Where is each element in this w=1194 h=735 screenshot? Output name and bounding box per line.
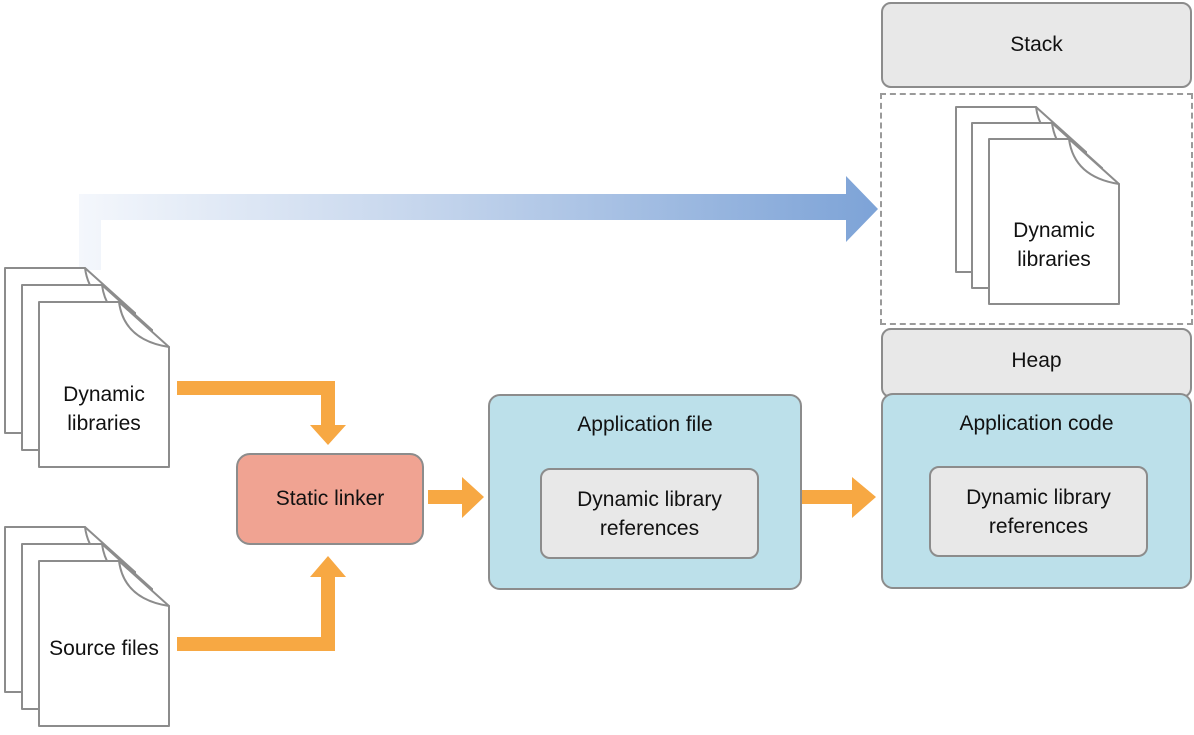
dynamic-library-references-file-label: Dynamic library references bbox=[577, 487, 722, 540]
dynamic-library-references-file-box: Dynamic library references bbox=[540, 468, 759, 559]
dynamic-library-references-memory-label: Dynamic library references bbox=[966, 485, 1111, 538]
dynamic-libraries-to-static-linker-arrow bbox=[177, 381, 346, 445]
application-file-to-application-code-arrow bbox=[802, 477, 876, 518]
static-linker-label: Static linker bbox=[275, 487, 385, 510]
source-files-document-stack-icon bbox=[4, 526, 170, 727]
application-code-box: Application code Dynamic library referen… bbox=[881, 393, 1192, 589]
dynamic-libraries-to-stack-arrow bbox=[79, 176, 878, 270]
application-code-label: Application code bbox=[959, 412, 1114, 435]
static-linker-box: Static linker bbox=[236, 453, 424, 545]
stack-region-box: Stack bbox=[881, 2, 1192, 88]
dynamic-library-references-memory-box: Dynamic library references bbox=[929, 466, 1148, 557]
application-file-label: Application file bbox=[577, 413, 713, 436]
heap-label: Heap bbox=[1011, 349, 1062, 372]
dynamic-libraries-label: Dynamic libraries bbox=[63, 383, 145, 435]
loaded-dynamic-libraries-label: Dynamic libraries bbox=[1013, 219, 1095, 271]
heap-region-box: Heap bbox=[881, 328, 1192, 398]
stack-contents-region bbox=[880, 93, 1193, 325]
source-files-to-static-linker-arrow bbox=[177, 556, 346, 651]
application-file-box: Application file Dynamic library referen… bbox=[488, 394, 802, 590]
static-linker-to-application-file-arrow bbox=[428, 477, 484, 518]
source-files-label: Source files bbox=[49, 637, 159, 660]
stack-label: Stack bbox=[1010, 33, 1063, 56]
